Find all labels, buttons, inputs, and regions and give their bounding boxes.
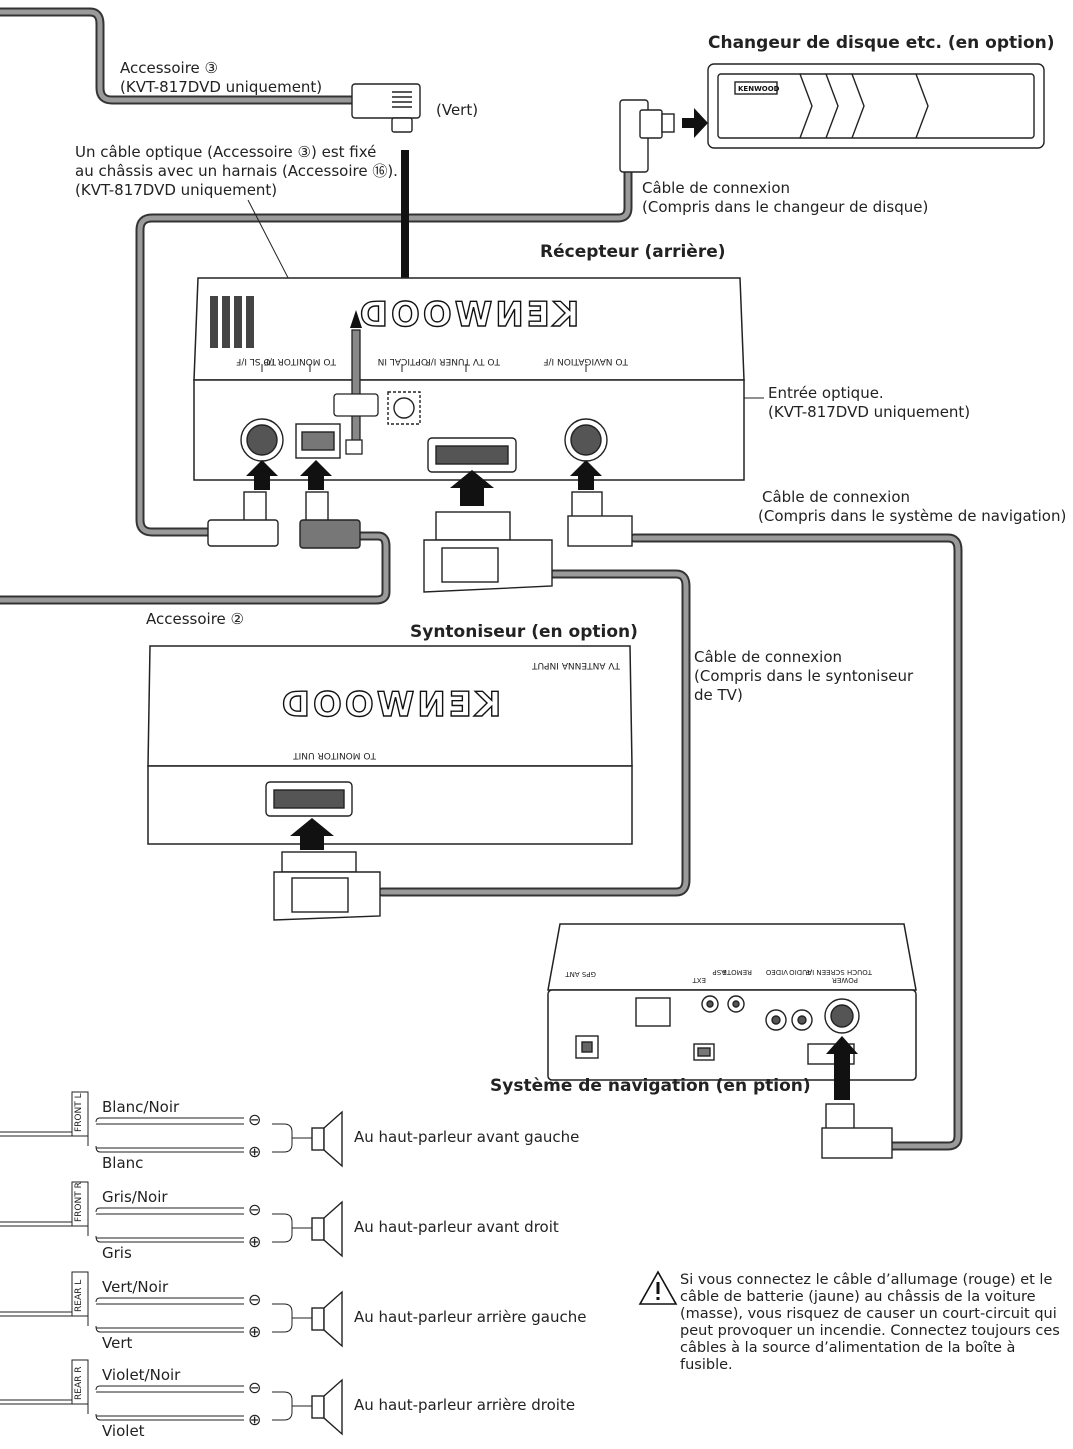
port-to-tv-tuner: TO TV TUNER I/F: [425, 356, 500, 366]
wire-front-l-neg: Blanc/Noir: [102, 1098, 180, 1116]
optical-note-line1: Un câble optique (Accessoire ③) est fixé: [75, 143, 377, 161]
tag-front-r: FRONT R: [74, 1182, 84, 1222]
wire-front-l-pos: Blanc: [102, 1154, 144, 1172]
port-to-navigation: TO NAVIGATION I/F: [543, 356, 628, 366]
tuner-body: [147, 645, 633, 845]
wire-rear-l-neg: Vert/Noir: [102, 1278, 169, 1296]
port-to-monitor-unit: TO MONITOR UNIT: [293, 750, 376, 760]
port-touch-screen: TOUCH SCREEN I/F: [805, 968, 872, 976]
neg-symbol: ⊖: [248, 1200, 262, 1219]
nav-cable-label: Câble de connexion: [762, 488, 911, 506]
tag-front-l: FRONT L: [74, 1093, 84, 1132]
pos-symbol: ⊕: [248, 1410, 262, 1429]
tag-rear-l: REAR L: [74, 1279, 84, 1312]
changer-arrow: [682, 108, 708, 138]
port-tv-antenna: TV ANTENNA INPUT: [532, 660, 620, 670]
port-gps-ant: GPS ANT: [565, 970, 596, 978]
pos-symbol: ⊕: [248, 1232, 262, 1251]
wire-front-r-pos: Gris: [102, 1244, 132, 1262]
port-remote: REMOTE: [722, 968, 752, 976]
cables: [0, 7, 963, 1151]
port-optical-in: OPTICAL IN: [377, 356, 428, 366]
warning-text: Si vous connectez le câble d’allumage (r…: [680, 1272, 1060, 1373]
harness-tie: [333, 329, 379, 455]
accessory3-connector: [351, 83, 421, 133]
changer-cable-label: Câble de connexion: [642, 179, 791, 197]
optical-input-note: (KVT-817DVD uniquement): [768, 403, 971, 421]
tuner-cable-label: Câble de connexion: [694, 648, 843, 666]
changer-cable-note: (Compris dans le changeur de disque): [642, 198, 929, 216]
receiver-sockets: [240, 391, 608, 473]
optical-note-line3: (KVT-817DVD uniquement): [75, 181, 278, 199]
wire-front-r-neg: Gris/Noir: [102, 1188, 168, 1206]
dest-front-r: Au haut-parleur avant droit: [354, 1218, 559, 1236]
accessory2-label: Accessoire ②: [146, 610, 244, 628]
port-to-monitor: TO MONITOR I/F: [263, 356, 336, 366]
vert-label: (Vert): [436, 101, 479, 119]
pos-symbol: ⊕: [248, 1142, 262, 1161]
nav-cable-note: (Compris dans le système de navigation): [758, 507, 1067, 525]
speaker-tags: [71, 1091, 89, 1405]
tuner-title: Syntoniseur (en option): [410, 622, 638, 642]
accessory3-label: Accessoire ③: [120, 59, 218, 77]
wire-rear-r-neg: Violet/Noir: [102, 1366, 181, 1384]
speaker-icons: [311, 1110, 343, 1436]
disc-changer: [707, 63, 1045, 149]
svg-text:KENWOOD: KENWOOD: [279, 685, 502, 725]
neg-symbol: ⊖: [248, 1290, 262, 1309]
receiver-plugs: [207, 491, 633, 593]
optical-input-label: Entrée optique.: [768, 384, 884, 402]
warning-icon: [638, 1270, 678, 1305]
neg-symbol: ⊖: [248, 1378, 262, 1397]
changer-connector: [619, 99, 675, 173]
tuner-cable-note-2: de TV): [694, 686, 743, 704]
accessory3-note: (KVT-817DVD uniquement): [120, 78, 323, 96]
wire-rear-r-pos: Violet: [102, 1422, 145, 1440]
optical-note-line2: au châssis avec un harnais (Accessoire ⑯…: [75, 162, 398, 180]
svg-text:KENWOOD: KENWOOD: [357, 295, 580, 335]
changer-title: Changeur de disque etc. (en option): [708, 33, 1055, 53]
port-ext: EXT: [692, 976, 706, 984]
navigation-title: Système de navigation (en ption): [490, 1076, 811, 1096]
tuner-cable-note-1: (Compris dans le syntoniseur: [694, 667, 914, 685]
receiver-vents: [210, 296, 254, 348]
port-video: VIDEO: [765, 968, 788, 976]
tag-rear-r: REAR R: [74, 1366, 84, 1400]
pos-symbol: ⊕: [248, 1322, 262, 1341]
receiver-arrows: [246, 460, 602, 506]
dest-rear-l: Au haut-parleur arrière gauche: [354, 1308, 587, 1326]
dest-front-l: Au haut-parleur avant gauche: [354, 1128, 580, 1146]
svg-text:KENWOOD: KENWOOD: [738, 85, 780, 93]
neg-symbol: ⊖: [248, 1110, 262, 1129]
port-power: POWER: [832, 976, 858, 984]
wire-rear-l-pos: Vert: [102, 1334, 133, 1352]
dest-rear-r: Au haut-parleur arrière droite: [354, 1396, 576, 1414]
receiver-title: Récepteur (arrière): [540, 242, 726, 262]
